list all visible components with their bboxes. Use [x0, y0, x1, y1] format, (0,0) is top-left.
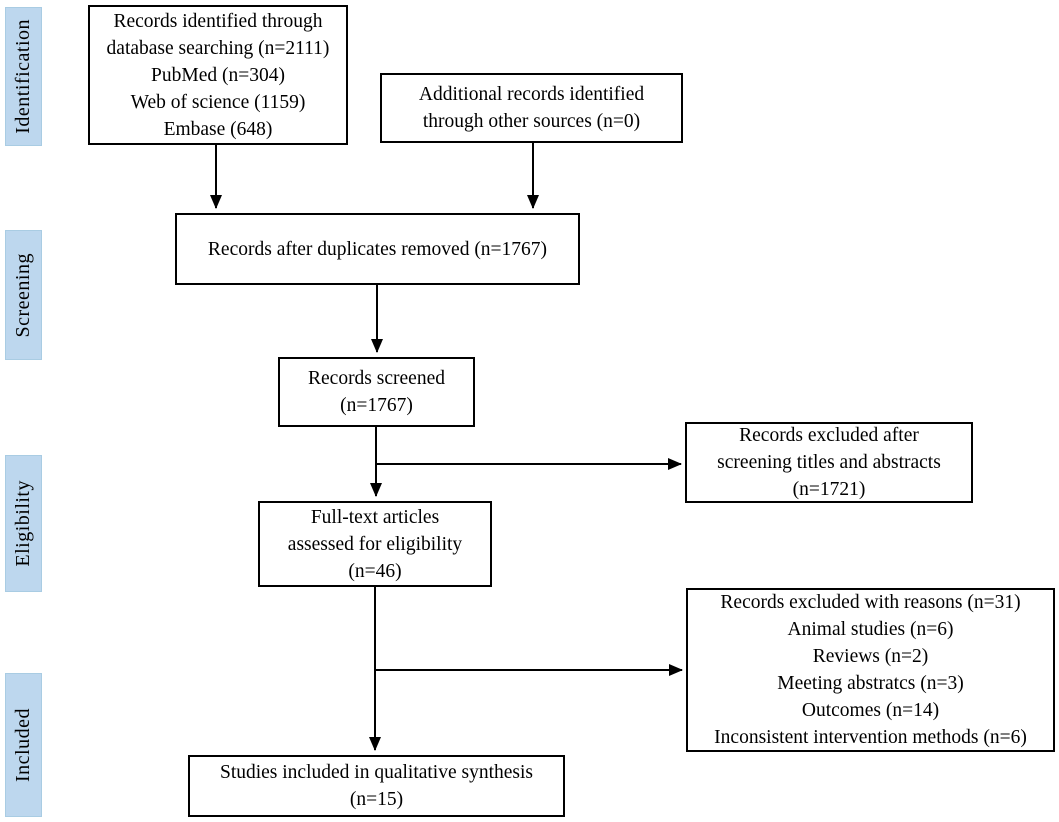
box-text-line: Meeting abstratcs (n=3) [777, 673, 964, 694]
box-text-line: database searching (n=2111) [106, 37, 330, 59]
box-text-line: Records excluded with reasons (n=31) [720, 592, 1021, 613]
stage-label-text: Screening [12, 252, 34, 338]
box-fulltext-assessed: Full-text articles assessed for eligibil… [258, 501, 492, 587]
box-text-line: Outcomes (n=14) [801, 700, 940, 721]
box-text-line: Records excluded after [739, 425, 919, 446]
box-included-synthesis: Studies included in qualitative synthesi… [188, 755, 565, 817]
box-text-line: Full-text articles [310, 506, 440, 528]
box-text-line: through other sources (n=0) [422, 111, 641, 132]
stage-label-screening: Screening [5, 230, 42, 360]
stage-label-identification: Identification [5, 7, 42, 146]
box-text-line: PubMed (n=304) [151, 64, 285, 86]
box-text-line: (n=15) [349, 789, 404, 810]
box-text-line: assessed for eligibility [287, 533, 463, 555]
stage-label-text: Included [12, 708, 34, 782]
box-text-line: Animal studies (n=6) [787, 619, 954, 640]
box-text-line: Embase (648) [163, 118, 273, 140]
box-additional-records: Additional records identified through ot… [380, 73, 683, 143]
box-text-line: Inconsistent intervention methods (n=6) [714, 727, 1027, 748]
box-text-line: screening titles and abstracts [717, 452, 941, 473]
stage-label-text: Eligibility [12, 480, 34, 567]
box-duplicates-removed: Records after duplicates removed (n=1767… [175, 213, 580, 285]
box-text-line: Web of science (1159) [130, 91, 306, 113]
box-text-line: Records screened [308, 368, 445, 389]
box-records-identified: Records identified through database sear… [88, 5, 348, 145]
stage-label-included: Included [5, 673, 42, 817]
box-text-line: Studies included in qualitative synthesi… [219, 762, 534, 783]
box-text-line: (n=46) [348, 560, 402, 582]
box-text-line: Records identified through [113, 10, 323, 32]
box-excluded-screening: Records excluded after screening titles … [685, 422, 973, 503]
box-text-line: (n=1721) [792, 479, 866, 500]
stage-label-text: Identification [12, 19, 34, 134]
box-excluded-reasons: Records excluded with reasons (n=31) Ani… [686, 588, 1055, 752]
box-text-line: Additional records identified [418, 84, 645, 105]
box-records-screened: Records screened (n=1767) [278, 357, 475, 427]
box-text-line: Records after duplicates removed (n=1767… [207, 238, 548, 260]
stage-label-eligibility: Eligibility [5, 455, 42, 592]
box-text-line: Reviews (n=2) [812, 646, 929, 667]
box-text-line: (n=1767) [340, 395, 413, 416]
